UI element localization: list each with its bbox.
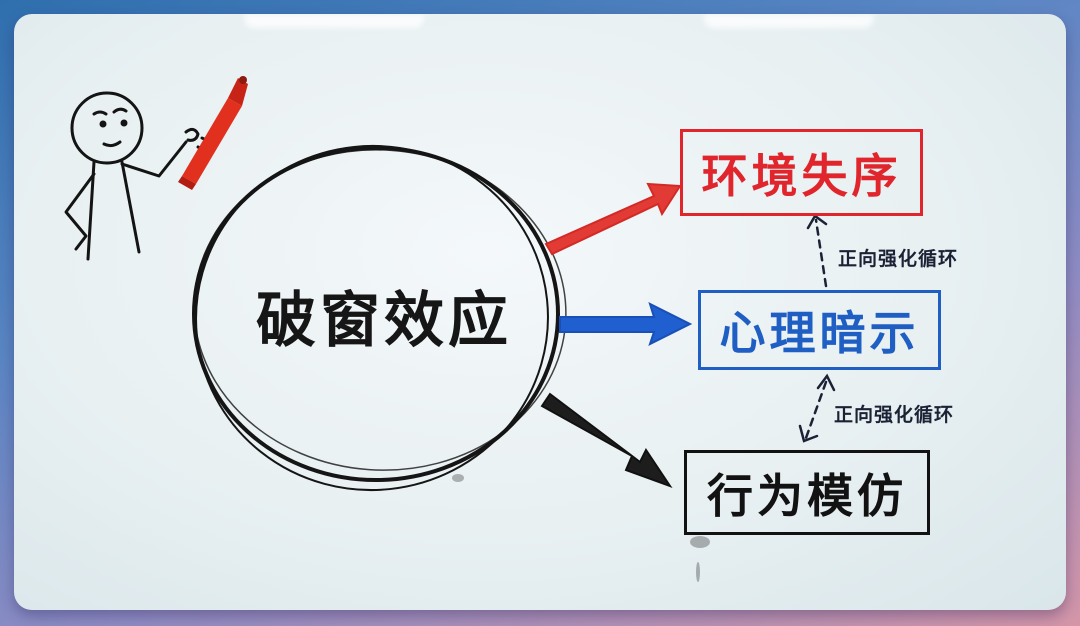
light-glare xyxy=(704,14,874,28)
dashed-loop-arrow-upper xyxy=(806,214,828,288)
node-label: 心理暗示 xyxy=(719,306,920,360)
black-arrow xyxy=(540,392,673,488)
marker-smudge xyxy=(452,474,710,582)
light-glare xyxy=(244,14,424,28)
loop-label-upper: 正向强化循环 xyxy=(838,248,959,270)
node-label: 行为模仿 xyxy=(707,468,907,523)
stick-figure-icon xyxy=(64,91,208,261)
main-concept-title: 破窗效应 xyxy=(256,286,512,356)
blue-arrow xyxy=(559,302,693,346)
node-psychological-suggestion: 心理暗示 xyxy=(698,290,941,370)
whiteboard: 破窗效应 环境失序 心理暗示 行为模仿 正向强化循环 正向强化循环 xyxy=(14,14,1066,610)
diagram-drawing xyxy=(64,76,836,582)
dashed-loop-arrow-lower xyxy=(798,373,836,443)
red-arrow xyxy=(544,182,682,256)
node-label: 环境失序 xyxy=(701,148,902,203)
node-behavior-imitation: 行为模仿 xyxy=(684,450,930,535)
loop-label-lower: 正向强化循环 xyxy=(834,404,955,426)
node-environment-disorder: 环境失序 xyxy=(680,129,923,216)
red-marker-icon xyxy=(178,76,248,190)
